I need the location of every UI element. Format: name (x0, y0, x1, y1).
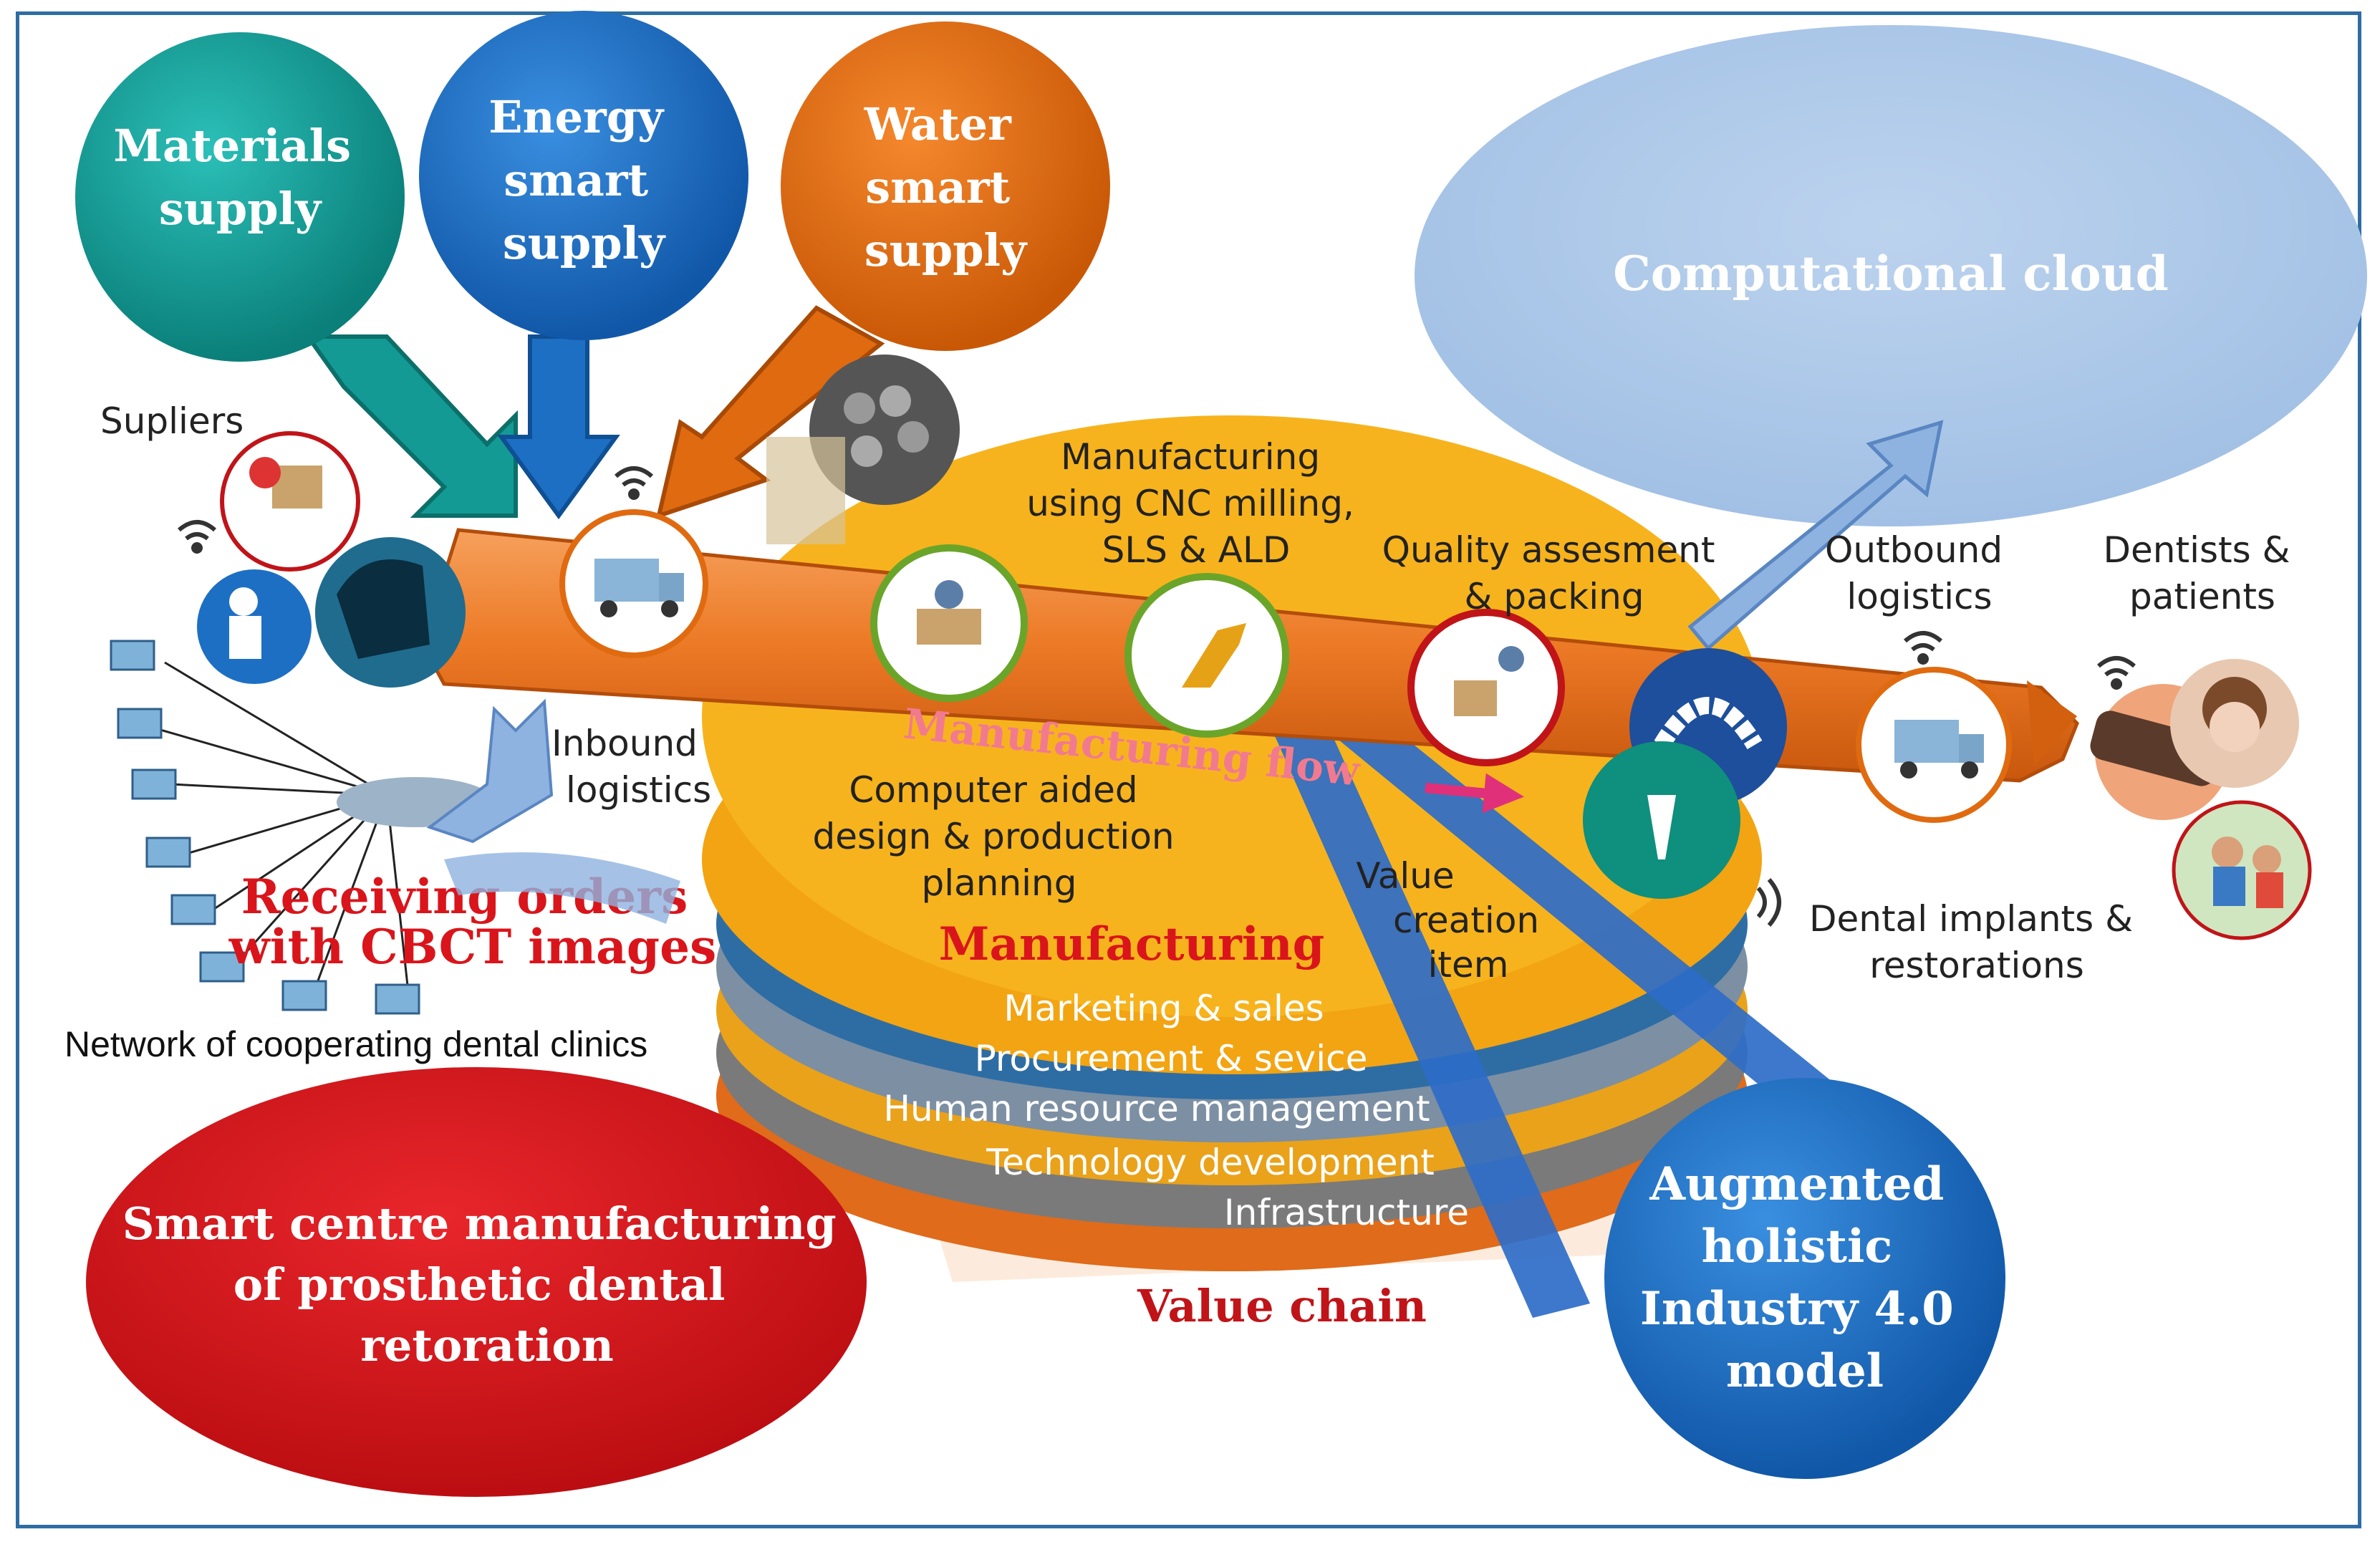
water-supply-circle (781, 21, 1110, 351)
inbound-arrow (426, 698, 554, 844)
svg-text:Water smart supply: Water smart supply (864, 98, 1028, 276)
svg-text:Smart centre manufacturing: Smart centre manufacturing of prosthetic… (122, 1197, 852, 1372)
stack-technology: Technology development (986, 1142, 1435, 1183)
augmented-line-4: model (1726, 1344, 1884, 1398)
cad-line-1: Computer aided (849, 769, 1137, 811)
svg-text:Quality assesment & packin: Quality assesment & packing (1382, 529, 1727, 617)
augmented-line-3: Industry 4.0 (1640, 1282, 1954, 1336)
cnc-line-2: using CNC milling, (1026, 483, 1354, 524)
cnc-line-3: SLS & ALD (1102, 529, 1291, 571)
cad-line-3: planning (922, 862, 1077, 904)
materials-line-2: supply (159, 183, 322, 235)
smart-centre-line-3: retoration (360, 1319, 614, 1372)
water-line-3: supply (864, 224, 1028, 276)
implants-line-1: Dental implants & (1809, 898, 2133, 940)
svg-text:Dental implants & restorat: Dental implants & restorations (1809, 898, 2144, 986)
cad-line-2: design & production (812, 816, 1174, 857)
dentists-line-1: Dentists & (2104, 529, 2290, 571)
augmented-line-1: Augmented (1649, 1157, 1944, 1211)
orders-line-2: with CBCT images (228, 919, 716, 975)
energy-line-2: smart (504, 154, 648, 206)
dentists-line-2: patients (2129, 576, 2275, 617)
quality-line-1: Quality assesment (1382, 529, 1715, 571)
materials-arrow (304, 334, 518, 518)
svg-text:Materials supply: Materials supply (113, 120, 366, 235)
svg-text:Outbound logistics: Outbound logistics (1825, 529, 2014, 617)
value-item-line-3: item (1428, 944, 1509, 985)
computational-cloud (1415, 25, 2367, 526)
inbound-line-2: logistics (566, 769, 711, 811)
value-item-line-1: Value (1356, 855, 1454, 897)
smart-centre-line-2: of prosthetic dental (233, 1258, 726, 1311)
svg-text:Inbound logistics: Inbound logistics (551, 723, 711, 811)
quality-line-2: & packing (1464, 576, 1644, 617)
materials-line-1: Materials (113, 120, 351, 172)
network-label: Network of cooperating dental clinics (64, 1024, 647, 1064)
implants-signal-icon (1756, 878, 1781, 927)
outbound-line-1: Outbound (1825, 529, 2003, 571)
energy-supply-circle (419, 11, 748, 340)
wifi-icon (178, 520, 216, 532)
energy-line-1: Energy (488, 91, 665, 143)
stack-infrastructure: Infrastructure (1224, 1192, 1469, 1233)
stack-procurement: Procurement & sevice (975, 1038, 1368, 1079)
stack-marketing: Marketing & sales (1003, 988, 1324, 1029)
svg-text:Dentists & patients: Dentists & patients (2104, 529, 2302, 617)
wifi-icon (615, 466, 653, 478)
augmented-model-circle (1604, 1078, 2005, 1479)
wifi-icons (178, 466, 2136, 690)
inbound-line-1: Inbound (551, 723, 698, 764)
materials-supply-circle (75, 32, 405, 362)
svg-text:Computer aided design & pr: Computer aided design & production plann… (812, 769, 1185, 904)
smart-centre-line-1: Smart centre manufacturing (122, 1197, 837, 1250)
water-line-2: smart (865, 161, 1010, 213)
wifi-icon (2097, 656, 2136, 668)
stack-manufacturing: Manufacturing (939, 917, 1325, 971)
cloud-arrow (1687, 420, 1944, 651)
smart-centre-ellipse (86, 1067, 867, 1497)
manufacturing-flow-arrow (1425, 773, 1524, 814)
augmented-band-left (1253, 688, 1590, 1318)
cnc-line-1: Manufacturing (1061, 436, 1320, 478)
powder-icon (809, 355, 960, 505)
value-chain-label: Value chain (1137, 1280, 1427, 1332)
stack-hr: Human resource management (883, 1088, 1430, 1129)
svg-text:Energy smart supply: Energy smart supply (488, 91, 678, 269)
truck-icon (594, 559, 659, 602)
implants-line-2: restorations (1869, 945, 2084, 986)
svg-text:Manufacturing using CNC mi: Manufacturing using CNC milling, SLS & A… (1026, 436, 1366, 571)
svg-text:Augmented holistic Ind: Augmented holistic Industry 4.0 model (1640, 1157, 1970, 1398)
outbound-line-2: logistics (1846, 576, 1992, 617)
clinic-computer-icon (110, 640, 155, 671)
suppliers-label: Supliers (100, 400, 244, 442)
svg-text:Value creation item: Value creation item (1356, 855, 1551, 985)
energy-line-3: supply (503, 217, 666, 269)
value-item-line-2: creation (1393, 900, 1539, 941)
augmented-line-2: holistic (1702, 1220, 1893, 1273)
orders-swoosh (444, 852, 680, 924)
cloud-label: Computational cloud (1613, 246, 2169, 302)
wifi-icon (1904, 631, 1942, 643)
water-line-1: Water (864, 98, 1012, 150)
energy-arrow (497, 334, 620, 520)
